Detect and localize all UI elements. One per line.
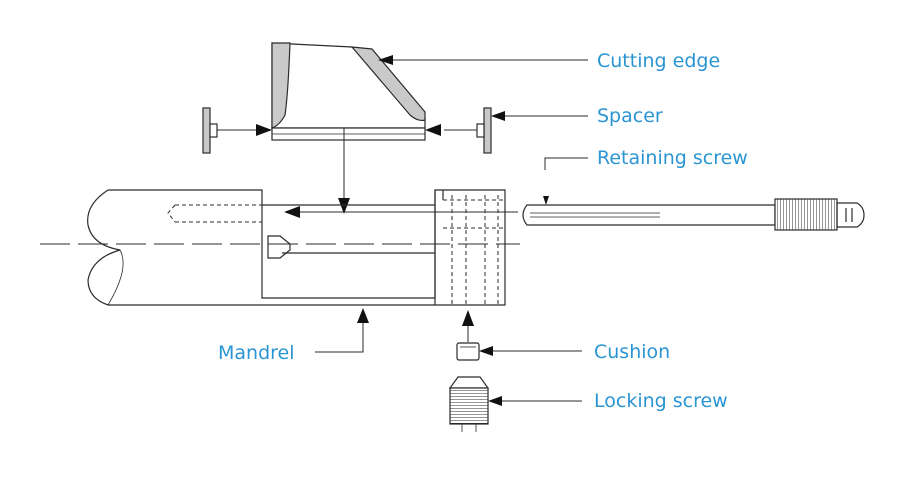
spacer-left — [202, 107, 218, 154]
label-locking-screw: Locking screw — [594, 390, 728, 412]
leader-cutting-edge — [378, 55, 588, 65]
leader-cushion — [479, 346, 582, 356]
retaining-screw — [522, 196, 865, 231]
insert-down-arrow — [338, 128, 350, 214]
label-mandrel: Mandrel — [218, 342, 295, 364]
leader-retaining-screw — [544, 157, 588, 170]
label-spacer: Spacer — [597, 105, 663, 127]
spacer-arrows — [217, 124, 477, 136]
mandrel-body — [87, 189, 506, 306]
label-cushion: Cushion — [594, 341, 670, 363]
label-retaining-screw: Retaining screw — [597, 147, 748, 169]
leader-spacer — [491, 111, 588, 121]
locking-screw — [448, 376, 490, 432]
cushion — [456, 342, 480, 361]
spacer-right — [476, 107, 492, 154]
cutting-insert — [271, 42, 426, 141]
label-cutting-edge: Cutting edge — [597, 50, 720, 72]
bore-arrow — [284, 206, 518, 218]
leader-locking-screw — [488, 396, 582, 406]
up-arrow — [462, 310, 474, 342]
leader-mandrel — [315, 308, 369, 353]
